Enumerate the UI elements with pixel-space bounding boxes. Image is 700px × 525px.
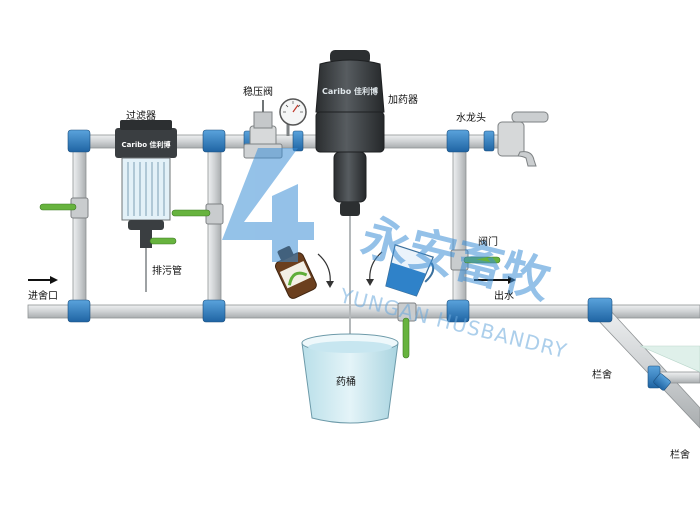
inlet-arrow-icon [28, 276, 58, 284]
ball-valve-middle [171, 203, 224, 225]
filter-unit: Caribo 佳利博 [115, 120, 177, 292]
tee-fitting [587, 297, 613, 323]
ball-valve-left [39, 197, 89, 219]
label-valve: 阀门 [478, 235, 498, 248]
label-pen-1: 栏舍 [592, 368, 612, 381]
arrow-head-icon [366, 279, 374, 286]
outlet-arrow-icon [474, 276, 516, 284]
arrow-head-icon [326, 281, 334, 288]
measuring-beaker-icon [385, 244, 435, 297]
label-drain-pipe: 排污管 [152, 264, 182, 277]
label-inlet: 进舍口 [28, 289, 58, 302]
ball-valve-bottom [397, 302, 417, 359]
pen-area-shape [639, 345, 700, 373]
coupling-fitting [292, 130, 304, 152]
label-pressure-valve: 稳压阀 [243, 85, 273, 98]
label-dosing-pump: 加药器 [388, 94, 418, 106]
faucet [497, 111, 549, 167]
dosing-pump: Caribo 佳利博 [315, 50, 385, 348]
coupling-fitting [483, 130, 495, 152]
medicine-bucket [301, 333, 399, 424]
watermark-logo-icon [222, 148, 314, 262]
coupling-fitting [653, 373, 671, 391]
tee-fitting [202, 299, 226, 323]
tee-fitting [67, 299, 91, 323]
label-faucet: 水龙头 [456, 111, 486, 124]
pour-arrow-left [317, 253, 331, 285]
tee-fitting [202, 129, 226, 153]
label-filter: 过滤器 [126, 109, 156, 122]
bottom-pipe [27, 304, 609, 319]
label-medicine-bucket: 药桶 [336, 375, 356, 388]
vertical-pipe-2 [207, 139, 222, 313]
ball-valve-right [450, 249, 501, 271]
tee-fitting [446, 129, 470, 153]
filter-logo: Caribo 佳利博 [122, 140, 171, 149]
watermark: 永安畜牧 YUNGAN HUSBANDRY [222, 148, 570, 363]
label-pen-2: 栏舍 [670, 448, 690, 461]
tee-fitting [446, 299, 470, 323]
pump-logo: Caribo 佳利博 [322, 86, 378, 96]
label-outlet: 出水 [494, 289, 514, 302]
vertical-pipe-1 [72, 139, 87, 313]
elbow-fitting [67, 129, 91, 153]
